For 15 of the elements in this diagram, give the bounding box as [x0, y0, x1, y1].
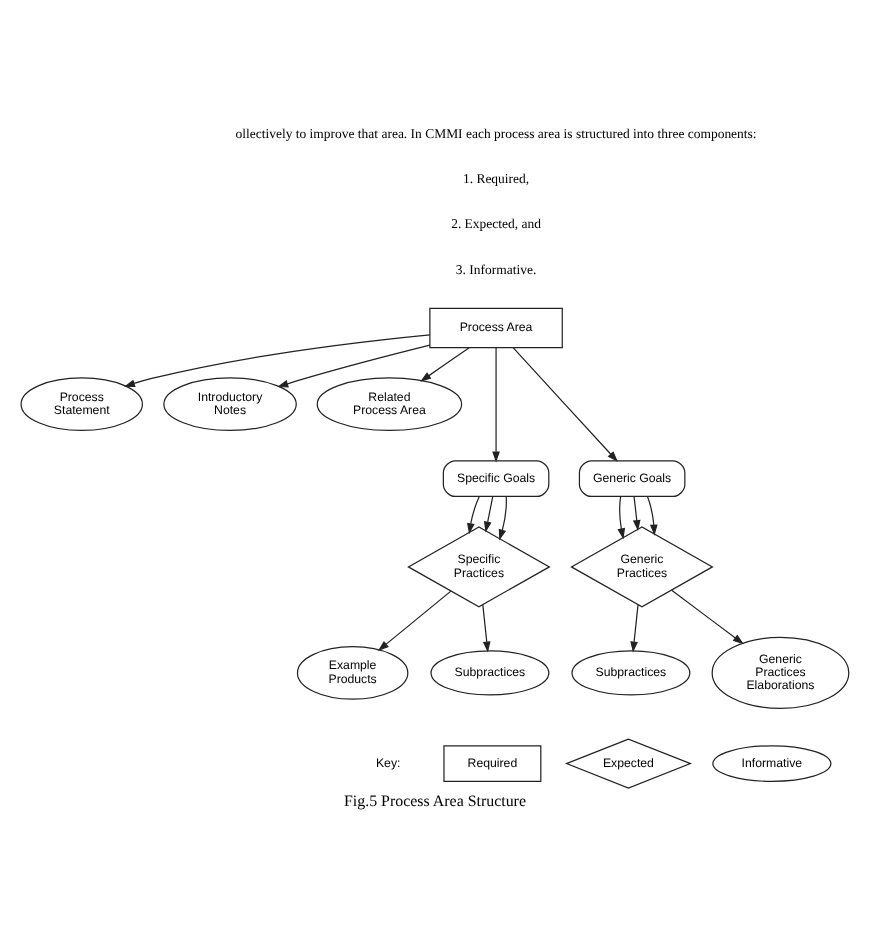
arrow [420, 346, 470, 381]
arrow [646, 495, 658, 535]
arrow [632, 495, 641, 531]
arrow [277, 343, 431, 387]
arrow [482, 603, 491, 652]
arrow [492, 346, 500, 462]
arrow [512, 346, 618, 461]
arrow [377, 589, 452, 650]
arrow [617, 495, 626, 539]
arrow [671, 588, 744, 644]
arrow [630, 603, 639, 652]
arrow [123, 333, 431, 387]
arrow [483, 495, 494, 532]
arrow [467, 495, 480, 534]
arrow [498, 495, 507, 540]
